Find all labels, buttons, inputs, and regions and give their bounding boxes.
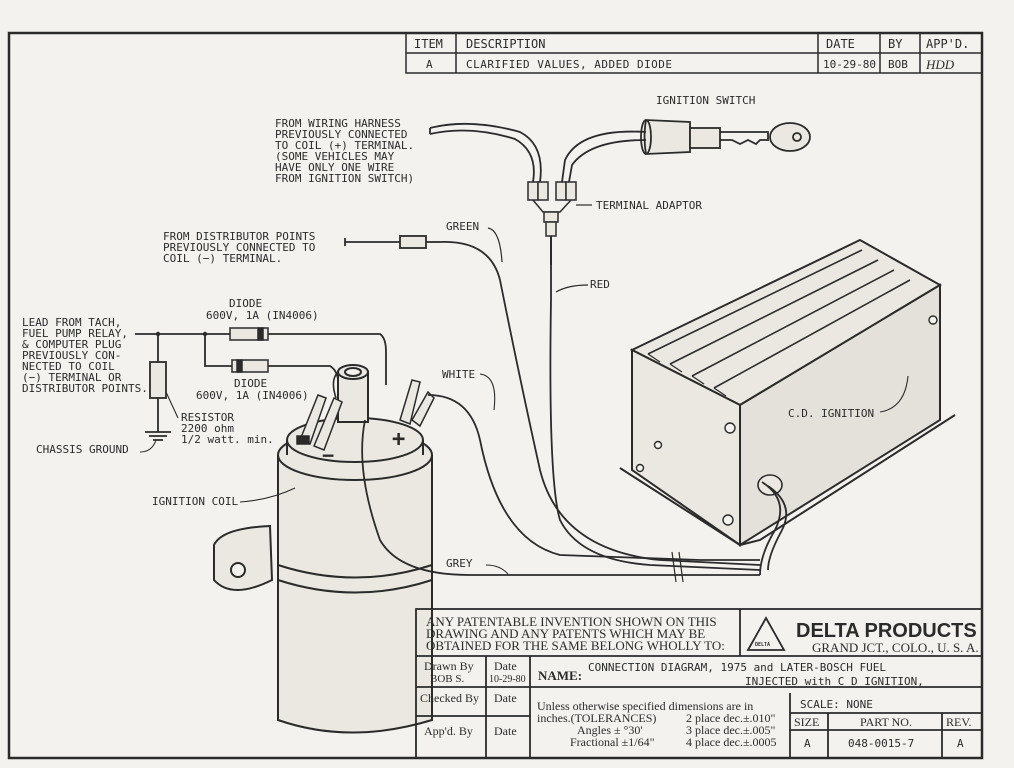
label-ignition-switch: IGNITION SWITCH — [656, 94, 755, 107]
white-wire — [427, 394, 760, 561]
cd-ignition-box — [619, 238, 956, 547]
tb-company: DELTA PRODUCTS — [796, 620, 977, 642]
rev-header-item: ITEM — [414, 37, 443, 51]
points-connector — [344, 235, 440, 249]
label-resistor-1: RESISTOR — [181, 411, 234, 424]
tb-name-line-2: INJECTED with C D IGNITION, — [745, 675, 924, 688]
harness-wires — [429, 122, 647, 183]
rev-header-description: DESCRIPTION — [466, 37, 545, 51]
rev-header-appd: APP'D. — [926, 37, 969, 51]
label-points-line-3: COIL (−) TERMINAL. — [163, 252, 282, 265]
label-red: RED — [590, 278, 610, 291]
rev-row-date: 10-29-80 — [823, 58, 876, 71]
label-lead-line-7: DISTRIBUTOR POINTS. — [22, 382, 148, 395]
tb-location: GRAND JCT., COLO., U. S. A. — [812, 640, 979, 655]
tb-tolerance-fractional: Fractional ±1/64" — [570, 735, 655, 749]
diode-top — [229, 327, 269, 341]
label-grey: GREY — [446, 557, 473, 570]
label-lead-line-1: LEAD FROM TACH, — [22, 316, 121, 329]
label-points-line-1: FROM DISTRIBUTOR POINTS — [163, 230, 315, 243]
label-green: GREEN — [446, 220, 479, 233]
tb-rev-label: REV. — [946, 715, 971, 729]
rev-row-appd: HDD — [925, 57, 955, 72]
tb-notice-line-1: ANY PATENTABLE INVENTION SHOWN ON THIS — [426, 614, 717, 629]
tb-tolerance-3place: 3 place dec.±.005" — [686, 723, 776, 737]
rev-row-item: A — [426, 58, 433, 71]
label-harness-line-4: (SOME VEHICLES MAY — [275, 150, 395, 163]
ignition-key-icon — [720, 131, 769, 146]
rev-header-date: DATE — [826, 37, 855, 51]
tb-name-label: NAME: — [538, 668, 582, 683]
label-ignition-coil: IGNITION COIL — [152, 495, 238, 508]
tb-notice-line-2: DRAWING AND ANY PATENTS WHICH MAY BE — [426, 626, 705, 641]
label-chassis-ground: CHASSIS GROUND — [36, 443, 129, 456]
rev-row-by: BOB — [888, 58, 908, 71]
tb-size-label: SIZE — [794, 715, 819, 729]
label-harness-line-1: FROM WIRING HARNESS — [275, 117, 401, 130]
tb-drawn-date-value: 10-29-80 — [489, 674, 526, 685]
label-harness-line-5: HAVE ONLY ONE WIRE — [275, 161, 394, 174]
tb-scale: SCALE: NONE — [800, 698, 873, 711]
label-diode-top-1: DIODE — [229, 297, 262, 310]
label-points-line-2: PREVIOUSLY CONNECTED TO — [163, 241, 315, 254]
terminal-adaptor — [527, 181, 577, 237]
label-terminal-adaptor: TERMINAL ADAPTOR — [596, 199, 702, 212]
grey-wire — [361, 419, 760, 576]
cd-box-screws — [635, 315, 938, 526]
tb-part-no-label: PART NO. — [860, 715, 912, 729]
delta-logo-text: DELTA — [755, 642, 770, 648]
label-resistor-3: 1/2 watt. min. — [181, 433, 274, 446]
tb-appd-date-label: Date — [494, 724, 517, 738]
tb-checked-by-label: Checked By — [420, 691, 479, 705]
label-diode-top-2: 600V, 1A (IN4006) — [206, 309, 319, 322]
label-diode-bot-1: DIODE — [234, 377, 267, 390]
label-lead-line-6: (−) TERMINAL OR — [22, 371, 122, 384]
label-lead-line-2: FUEL PUMP RELAY, — [22, 327, 128, 340]
green-wire — [439, 241, 761, 566]
tb-part-no-value: 048-0015-7 — [848, 737, 914, 750]
tb-tolerance-angles: Angles ± °30' — [577, 723, 643, 737]
coil-plus-terminal: + — [392, 427, 405, 452]
label-lead-line-3: & COMPUTER PLUG — [22, 338, 121, 351]
label-lead-line-5: NECTED TO COIL — [22, 360, 115, 373]
label-diode-bot-2: 600V, 1A (IN4006) — [196, 389, 309, 402]
label-harness-line-3: TO COIL (+) TERMINAL. — [275, 139, 414, 152]
ignition-switch — [640, 119, 811, 155]
label-harness-line-2: PREVIOUSLY CONNECTED — [275, 128, 407, 141]
tb-tolerance-line-2: inches.(TOLERANCES) — [537, 711, 656, 725]
delta-logo: DELTA — [746, 616, 786, 651]
tb-appd-by-label: App'd. By — [424, 724, 473, 738]
tb-tolerance-4place: 4 place dec.±.0005 — [686, 735, 777, 749]
cd-box-grommet — [757, 474, 783, 496]
tb-drawn-by-label: Drawn By — [424, 659, 474, 673]
label-harness-line-6: FROM IGNITION SWITCH) — [275, 172, 414, 185]
coil-terminal-clips — [296, 379, 435, 451]
rev-row-description: CLARIFIED VALUES, ADDED DIODE — [466, 58, 673, 71]
label-resistor-2: 2200 ohm — [181, 422, 234, 435]
diode-bottom — [231, 359, 269, 373]
tb-drawn-date-label: Date — [494, 659, 517, 673]
tb-rev-value: A — [957, 737, 964, 750]
tb-tolerance-2place: 2 place dec.±.010" — [686, 711, 776, 725]
tb-drawn-by-value: BOB S. — [430, 673, 464, 685]
tb-size-value: A — [804, 737, 811, 750]
revision-block — [405, 32, 983, 74]
rev-header-by: BY — [888, 37, 903, 51]
tb-tolerance-line-1: Unless otherwise specified dimensions ar… — [537, 699, 753, 713]
tb-checked-date-label: Date — [494, 691, 517, 705]
label-cd-ignition: C.D. IGNITION — [788, 407, 874, 420]
tb-name-line-1: CONNECTION DIAGRAM, 1975 and LATER-BOSCH… — [588, 661, 886, 674]
red-wire — [549, 236, 761, 571]
tb-notice-line-3: OBTAINED FOR THE SAME BELONG WHOLLY TO: — [426, 638, 725, 653]
title-block-frame — [415, 608, 983, 759]
label-white: WHITE — [442, 368, 475, 381]
cd-box-harness — [759, 481, 788, 576]
label-lead-line-4: PREVIOUSLY CON- — [22, 349, 121, 362]
